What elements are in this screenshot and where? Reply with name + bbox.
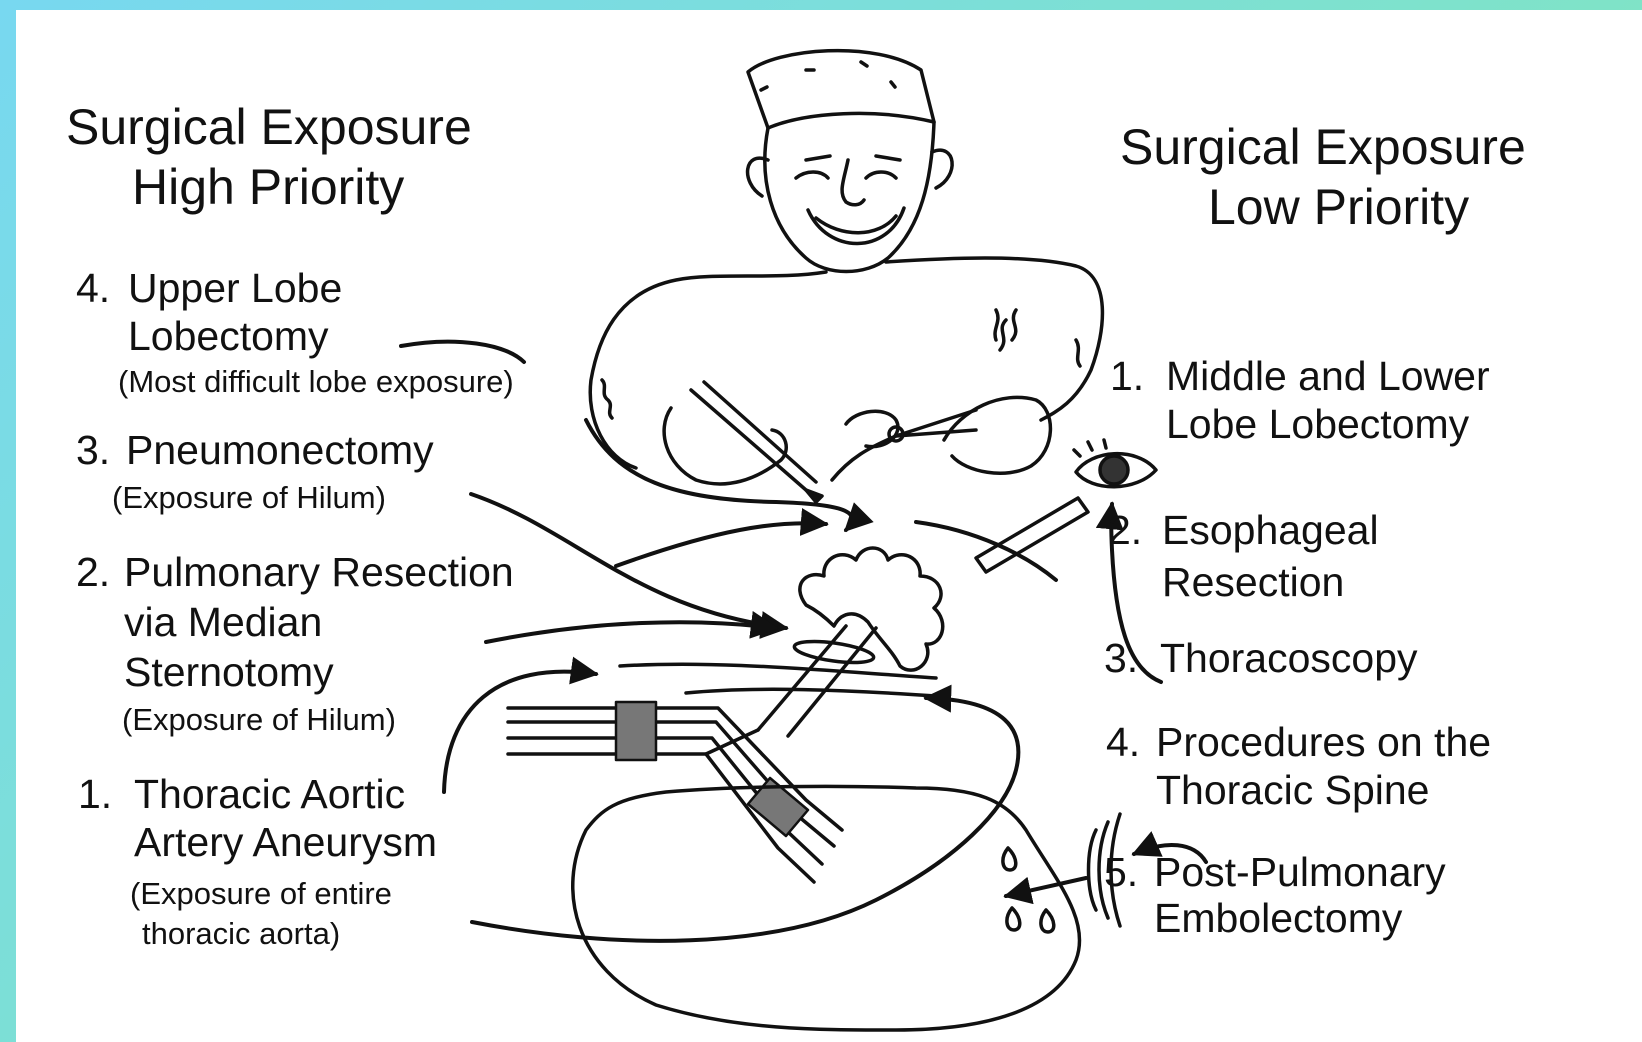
high-item-4-line2: Lobectomy — [128, 316, 329, 357]
high-item-1-line2: Artery Aneurysm — [134, 822, 437, 863]
heart-outline — [573, 786, 1080, 1030]
low-item-2-line2: Resection — [1162, 562, 1344, 603]
low-priority-title-line1: Surgical Exposure — [1120, 122, 1526, 172]
high-priority-title-line2: High Priority — [132, 162, 404, 212]
low-item-3-line1: Thoracoscopy — [1160, 638, 1418, 679]
high-item-2-line2: via Median — [124, 602, 322, 643]
high-item-1-note-line1: (Exposure of entire — [130, 878, 392, 909]
high-item-2-note: (Exposure of Hilum) — [122, 704, 396, 735]
high-item-3-line1: Pneumonectomy — [126, 430, 434, 471]
surgeon-head — [748, 51, 953, 272]
low-priority-title-line2: Low Priority — [1208, 182, 1469, 232]
high-item-3-note: (Exposure of Hilum) — [112, 482, 386, 513]
surgical-instruments — [664, 310, 1050, 502]
high-item-2-line3: Sternotomy — [124, 652, 334, 693]
low-item-5-line1: Post-Pulmonary — [1154, 852, 1446, 893]
high-item-1-note-line2: thoracic aorta) — [142, 918, 340, 949]
high-item-2-line1: Pulmonary Resection — [124, 552, 514, 593]
low-item-1-line1: Middle and Lower — [1166, 356, 1490, 397]
low-item-3-number: 3. — [1104, 638, 1138, 679]
low-item-4-number: 4. — [1106, 722, 1140, 763]
low-item-4-line1: Procedures on the — [1156, 722, 1491, 763]
high-item-2-number: 2. — [76, 552, 110, 593]
low-item-2-number: 2. — [1108, 510, 1142, 551]
high-item-1-number: 1. — [78, 774, 112, 815]
diagram-canvas: Surgical Exposure High Priority 4. Upper… — [16, 10, 1642, 1042]
high-item-4-note: (Most difficult lobe exposure) — [118, 366, 514, 397]
high-item-1-line1: Thoracic Aortic — [134, 774, 405, 815]
high-item-4-number: 4. — [76, 268, 110, 309]
bronchial-vessels — [508, 626, 936, 882]
high-item-4-line1: Upper Lobe — [128, 268, 342, 309]
low-item-1-line2: Lobe Lobectomy — [1166, 404, 1469, 445]
low-item-1-number: 1. — [1110, 356, 1144, 397]
low-item-5-line2: Embolectomy — [1154, 898, 1402, 939]
surgeon-gown — [590, 258, 1102, 468]
low-item-5-number: 5. — [1104, 852, 1138, 893]
high-priority-title-line1: Surgical Exposure — [66, 102, 472, 152]
low-item-4-line2: Thoracic Spine — [1156, 770, 1429, 811]
high-item-3-number: 3. — [76, 430, 110, 471]
low-item-2-line1: Esophageal — [1162, 510, 1379, 551]
